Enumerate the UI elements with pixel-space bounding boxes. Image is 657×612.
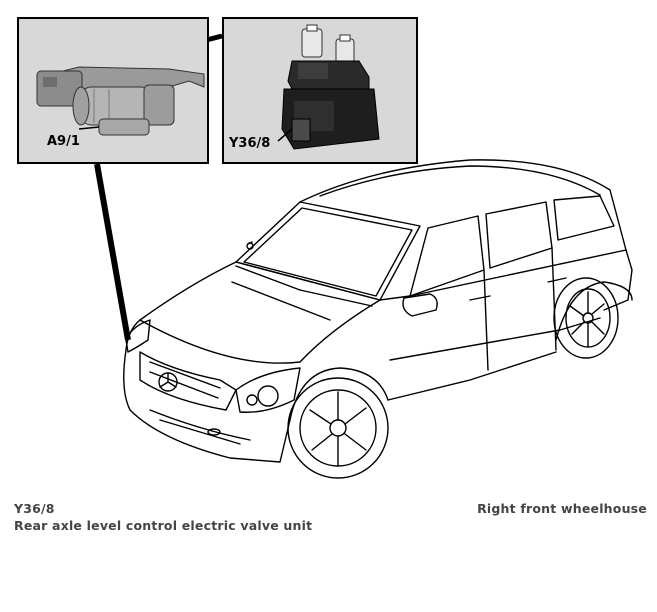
car-headlight-right — [235, 367, 301, 413]
car-grille — [139, 351, 237, 411]
leader-line-a9-1 — [94, 163, 131, 341]
car-side-window-front — [409, 215, 485, 297]
valve-unit-illustration — [277, 24, 380, 150]
car-side-mirror — [402, 293, 438, 317]
inset-valve-unit: Y36/8 — [222, 17, 418, 164]
inset-label-y36-8: Y36/8 — [229, 136, 271, 151]
inset-compressor: A9/1 — [17, 17, 209, 164]
car-quarter-window — [553, 195, 615, 241]
caption-component-code: Y36/8 — [14, 501, 55, 516]
car-side-window-rear — [485, 201, 553, 269]
car-roof — [299, 159, 627, 251]
car-headlight-left — [125, 319, 151, 353]
car-front-wheel-arch — [289, 367, 389, 421]
compressor-illustration — [36, 66, 205, 136]
car-rear-wheel-arch — [555, 281, 633, 341]
car-hood — [139, 261, 381, 364]
car-windshield — [235, 201, 421, 301]
inset-label-a9-1: A9/1 — [47, 134, 80, 149]
car-rear-wheel — [553, 277, 619, 359]
car-body-side — [379, 249, 633, 311]
caption-location: Right front wheelhouse — [477, 501, 647, 516]
car-front-wheel — [287, 377, 389, 479]
car-front-bumper — [123, 349, 291, 463]
caption-component-description: Rear axle level control electric valve u… — [14, 518, 313, 533]
